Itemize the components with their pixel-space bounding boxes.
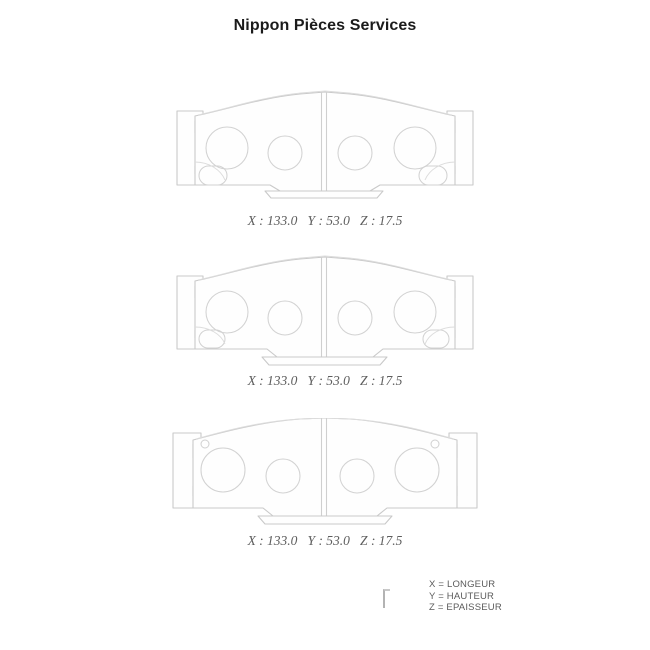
- brake-pad-figure-2: [0, 250, 650, 375]
- page-title: Nippon Pièces Services: [233, 17, 417, 34]
- legend-line-hauteur: Y = HAUTEUR: [429, 590, 495, 602]
- brake-pad-figure-1: [0, 88, 650, 208]
- brake-pad-drawing-1: [176, 90, 474, 199]
- brake-pad-drawing-2: [176, 255, 474, 366]
- dimensions-caption-1: X : 133.0 Y : 53.0 Z : 17.5: [247, 213, 403, 228]
- brake-pad-figure-3: [0, 418, 650, 533]
- legend-line-longeur: X = LONGEUR: [429, 579, 496, 590]
- bracket-mark: [383, 589, 390, 608]
- legend-line-epaisseur: Z = EPAISSEUR: [429, 602, 502, 613]
- legend: X = LONGEUR Y = HAUTEUR Z = EPAISSEUR: [429, 579, 502, 614]
- dimensions-caption-2: X : 133.0 Y : 53.0 Z : 17.5: [247, 373, 403, 388]
- dimensions-caption-3: X : 133.0 Y : 53.0 Z : 17.5: [247, 533, 403, 548]
- brake-pad-drawing-3: [172, 418, 478, 525]
